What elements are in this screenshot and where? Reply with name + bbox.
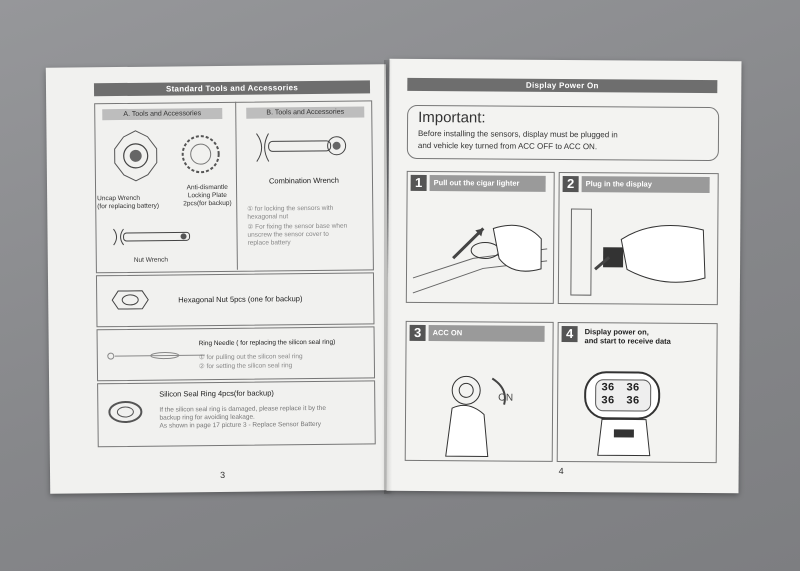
step-2-label: Plug in the display — [581, 176, 710, 194]
seal-ring-illustration — [108, 400, 143, 423]
uncap-wrench-illustration — [114, 130, 158, 182]
hex-nut-illustration — [111, 290, 149, 310]
combination-wrench-label: Combination Wrench — [268, 175, 339, 186]
combination-note-2: ② For fixing the sensor base when unscre… — [247, 222, 348, 247]
hex-nut-label: Hexagonal Nut 5pcs (one for backup) — [178, 294, 303, 305]
combination-wrench-illustration — [256, 133, 347, 162]
important-note-box: Important: Before installing the sensors… — [406, 104, 720, 162]
plug-display-illustration — [570, 208, 706, 296]
step-2-panel: 2 Plug in the display — [557, 171, 719, 306]
page-title-left: Standard Tools and Accessories — [93, 80, 371, 97]
display-value: 36 — [601, 382, 615, 395]
important-body: Before installing the sensors, display m… — [417, 128, 618, 152]
step-4-panel: 4 Display power on, and start to receive… — [556, 321, 718, 464]
step-1-panel: 1 Pull out the cigar lighter — [405, 170, 555, 304]
display-value: 36 — [626, 382, 640, 395]
step-4-number: 4 — [561, 325, 578, 343]
needle-note-2: ② for setting the silicon seal ring — [198, 362, 293, 371]
seal-ring-label: Silicon Seal Ring 4pcs(for backup) — [159, 388, 274, 399]
usb-port-illustration — [597, 418, 651, 457]
section-a-label: A. Tools and Accessories — [102, 107, 223, 121]
ring-needle-label: Ring Needle ( for replacing the silicon … — [198, 338, 336, 348]
step-3-number: 3 — [409, 324, 426, 342]
ignition-key-illustration — [445, 375, 506, 457]
page-number-left: 3 — [220, 469, 226, 480]
page-number-right: 4 — [558, 465, 564, 477]
nut-wrench-illustration — [113, 228, 191, 246]
ring-needle-illustration — [107, 352, 205, 360]
step-4-label: Display power on, and start to receive d… — [584, 327, 671, 346]
important-heading: Important: — [418, 108, 486, 127]
uncap-wrench-label: Uncap Wrench (for replacing battery) — [97, 194, 160, 211]
display-value: 36 — [626, 395, 640, 408]
needle-note-1: ① for pulling out the silicon seal ring — [198, 353, 303, 362]
page-title-right: Display Power On — [407, 77, 718, 94]
step-3-panel: 3 ACC ON ON — [404, 320, 554, 462]
nut-wrench-label: Nut Wrench — [133, 256, 169, 264]
locking-plate-illustration — [181, 135, 220, 174]
step-2-number: 2 — [562, 175, 579, 193]
cigar-lighter-illustration — [412, 224, 548, 294]
step-3-label: ACC ON — [428, 325, 545, 342]
on-label: ON — [498, 392, 514, 404]
tpms-display: 36 36 36 36 — [584, 371, 661, 420]
manual-page-left: Standard Tools and Accessories A. Tools … — [45, 64, 391, 494]
combination-note-1: ① for locking the sensors with hexagonal… — [247, 204, 334, 221]
step-1-number: 1 — [410, 174, 427, 192]
locking-plate-label: Anti-dismantle Locking Plate 2pcs(for ba… — [183, 183, 232, 208]
display-value: 36 — [601, 395, 615, 408]
seal-note: If the silicon seal ring is damaged, ple… — [159, 404, 326, 430]
section-b-label: B. Tools and Accessories — [246, 106, 365, 119]
manual-page-right: Display Power On Important: Before insta… — [386, 58, 742, 494]
book-spine-shadow — [384, 60, 392, 494]
step-1-label: Pull out the cigar lighter — [429, 175, 546, 192]
